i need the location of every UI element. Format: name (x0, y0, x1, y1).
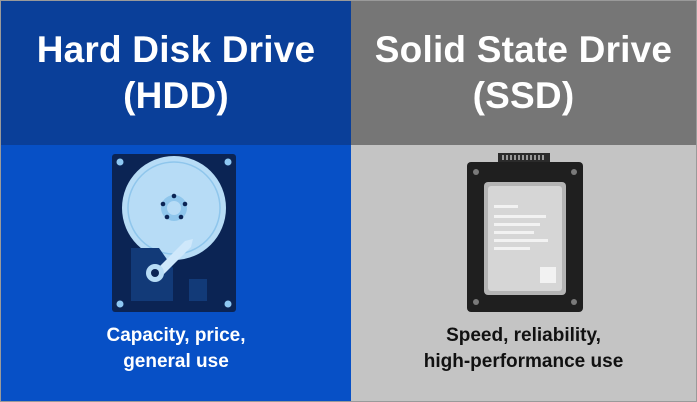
hdd-title-line-2: (HDD) (123, 75, 229, 116)
hdd-caption-line-2: general use (123, 351, 229, 372)
hdd-caption-line-1: Capacity, price, (106, 325, 246, 346)
hard-disk-drive-icon (112, 154, 236, 312)
ssd-panel: Solid State Drive (SSD) (351, 1, 696, 401)
hdd-panel: Hard Disk Drive (HDD) Capacity, p (1, 1, 351, 401)
hdd-caption: Capacity, price, general use (1, 323, 351, 375)
ssd-header: Solid State Drive (SSD) (351, 1, 696, 145)
ssd-title-line-2: (SSD) (472, 75, 575, 116)
hdd-header: Hard Disk Drive (HDD) (1, 1, 351, 145)
ssd-caption: Speed, reliability, high-performance use (351, 323, 696, 375)
solid-state-drive-icon (467, 153, 583, 312)
ssd-caption-line-1: Speed, reliability, (446, 325, 601, 346)
ssd-title-line-1: Solid State Drive (374, 29, 673, 70)
ssd-caption-line-2: high-performance use (423, 351, 624, 372)
hdd-title-line-1: Hard Disk Drive (36, 29, 316, 70)
